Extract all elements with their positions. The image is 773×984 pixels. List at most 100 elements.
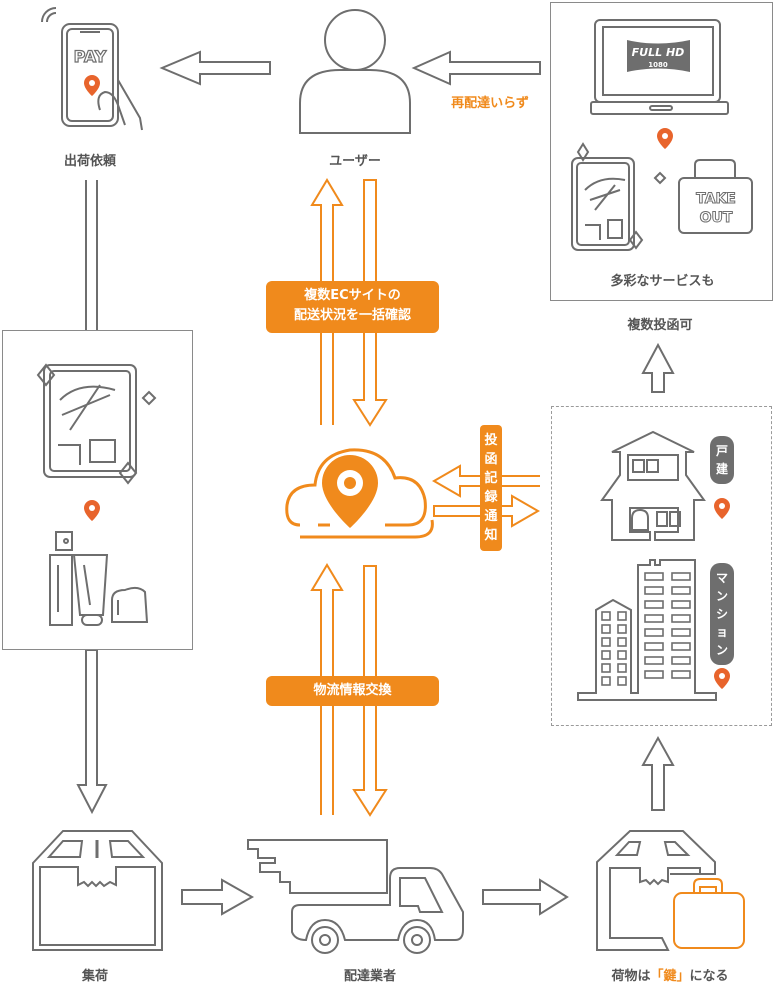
window	[644, 572, 664, 581]
window	[671, 586, 691, 595]
arrow-panel-to-pickup	[76, 649, 108, 815]
window	[644, 586, 664, 595]
location-pin-icon	[714, 668, 730, 689]
truck-icon	[247, 839, 464, 954]
parcel-key-key: 「鍵」	[650, 969, 690, 984]
mansion-tag-char: ョ	[715, 625, 728, 639]
window	[617, 650, 627, 660]
window	[601, 624, 611, 634]
window	[671, 614, 691, 623]
window	[671, 656, 691, 665]
laptop-icon	[590, 19, 729, 115]
window	[601, 611, 611, 621]
no-redelivery-label: 再配達いらず	[451, 96, 529, 111]
takeout-text-line1: TAKE	[696, 191, 736, 207]
notice-char: 通	[484, 509, 498, 524]
window	[617, 676, 627, 686]
building-windows	[601, 572, 691, 686]
window	[617, 624, 627, 634]
pickup-label: 集荷	[81, 969, 108, 984]
house-tag-char: 建	[715, 462, 728, 476]
stamp-icon	[36, 363, 157, 485]
location-pin-icon	[84, 75, 100, 96]
arrow-user-to-cloud	[352, 179, 388, 427]
stamp-icon	[571, 142, 667, 251]
arrow-carrier-to-parcel	[482, 878, 569, 916]
window	[601, 650, 611, 660]
smartphone-pay-icon	[41, 7, 143, 131]
window	[671, 572, 691, 581]
arrow-buildings-to-cloud	[431, 464, 540, 498]
takeout-case-icon	[678, 159, 753, 234]
dropoff-notice-badge: 投 函 記 録 通 知	[480, 425, 502, 551]
arrow-buildings-to-dropoff	[641, 342, 675, 393]
arrow-carrier-to-cloud	[310, 563, 344, 815]
location-pin-icon	[84, 500, 100, 521]
notice-char: 函	[484, 452, 498, 467]
window	[644, 628, 664, 637]
multi-dropoff-caption: 多彩なサービスも	[610, 274, 715, 289]
mansion-tag: マ ン シ ョ ン	[710, 563, 734, 665]
multi-dropoff-label: 複数投函可	[627, 318, 693, 333]
window	[617, 663, 627, 673]
shipment-items-panel	[2, 330, 193, 650]
box-icon	[32, 830, 163, 951]
mansion-tag-char: ン	[715, 643, 728, 657]
connector-request-to-panel	[85, 180, 98, 330]
full-hd-sub: 1080	[648, 61, 668, 69]
arrow-user-to-request	[159, 50, 271, 86]
window	[671, 642, 691, 651]
full-hd-text: FULL HD	[632, 46, 685, 59]
lock-icon	[673, 878, 745, 949]
window	[644, 642, 664, 651]
notice-char: 投	[484, 433, 498, 448]
ec-status-line2: 配送状況を一括確認	[293, 308, 411, 323]
notice-char: 記	[484, 471, 498, 486]
mansion-tag-char: マ	[715, 571, 728, 585]
window	[644, 670, 664, 679]
window	[601, 663, 611, 673]
window	[617, 637, 627, 647]
logistics-exchange-badge: 物流情報交換	[266, 676, 439, 706]
arrow-dropoff-to-user	[411, 50, 541, 86]
house-tag: 戸 建	[710, 436, 734, 484]
ec-status-badge: 複数ECサイトの 配送状況を一括確認	[266, 281, 439, 333]
arrow-cloud-to-buildings	[433, 494, 541, 528]
carrier-label: 配達業者	[343, 969, 396, 984]
shipping-request-label: 出荷依頼	[63, 154, 116, 169]
cloud-pin-icon	[285, 448, 434, 539]
takeout-text-line2: OUT	[700, 210, 733, 226]
window	[601, 637, 611, 647]
window	[644, 656, 664, 665]
window	[671, 670, 691, 679]
parcel-key-label: 荷物は「鍵」になる	[570, 965, 770, 984]
pay-text: PAY	[74, 47, 107, 66]
window	[617, 611, 627, 621]
arrow-cloud-to-carrier	[352, 565, 388, 817]
parcel-key-prefix: 荷物は	[611, 969, 651, 984]
apartment-building-icon	[577, 559, 717, 701]
full-hd-badge	[627, 40, 690, 72]
window	[671, 628, 691, 637]
window	[644, 600, 664, 609]
notice-char: 知	[484, 528, 498, 543]
window	[644, 614, 664, 623]
user-label: ユーザー	[329, 154, 381, 169]
location-pin-icon	[657, 128, 673, 149]
mansion-tag-char: シ	[715, 607, 728, 621]
house-icon	[600, 430, 706, 541]
ec-status-line1: 複数ECサイトの	[304, 288, 401, 303]
house-tag-char: 戸	[715, 444, 728, 458]
arrow-cloud-to-user	[310, 178, 344, 425]
mansion-tag-char: ン	[715, 589, 728, 603]
parcel-key-suffix: になる	[689, 969, 729, 984]
window	[601, 676, 611, 686]
window	[671, 600, 691, 609]
notice-char: 録	[484, 490, 498, 505]
arrow-pickup-to-carrier	[181, 878, 255, 916]
residence-types-panel	[551, 406, 772, 726]
location-pin-icon	[714, 498, 730, 519]
cosmetics-icon	[49, 531, 149, 626]
